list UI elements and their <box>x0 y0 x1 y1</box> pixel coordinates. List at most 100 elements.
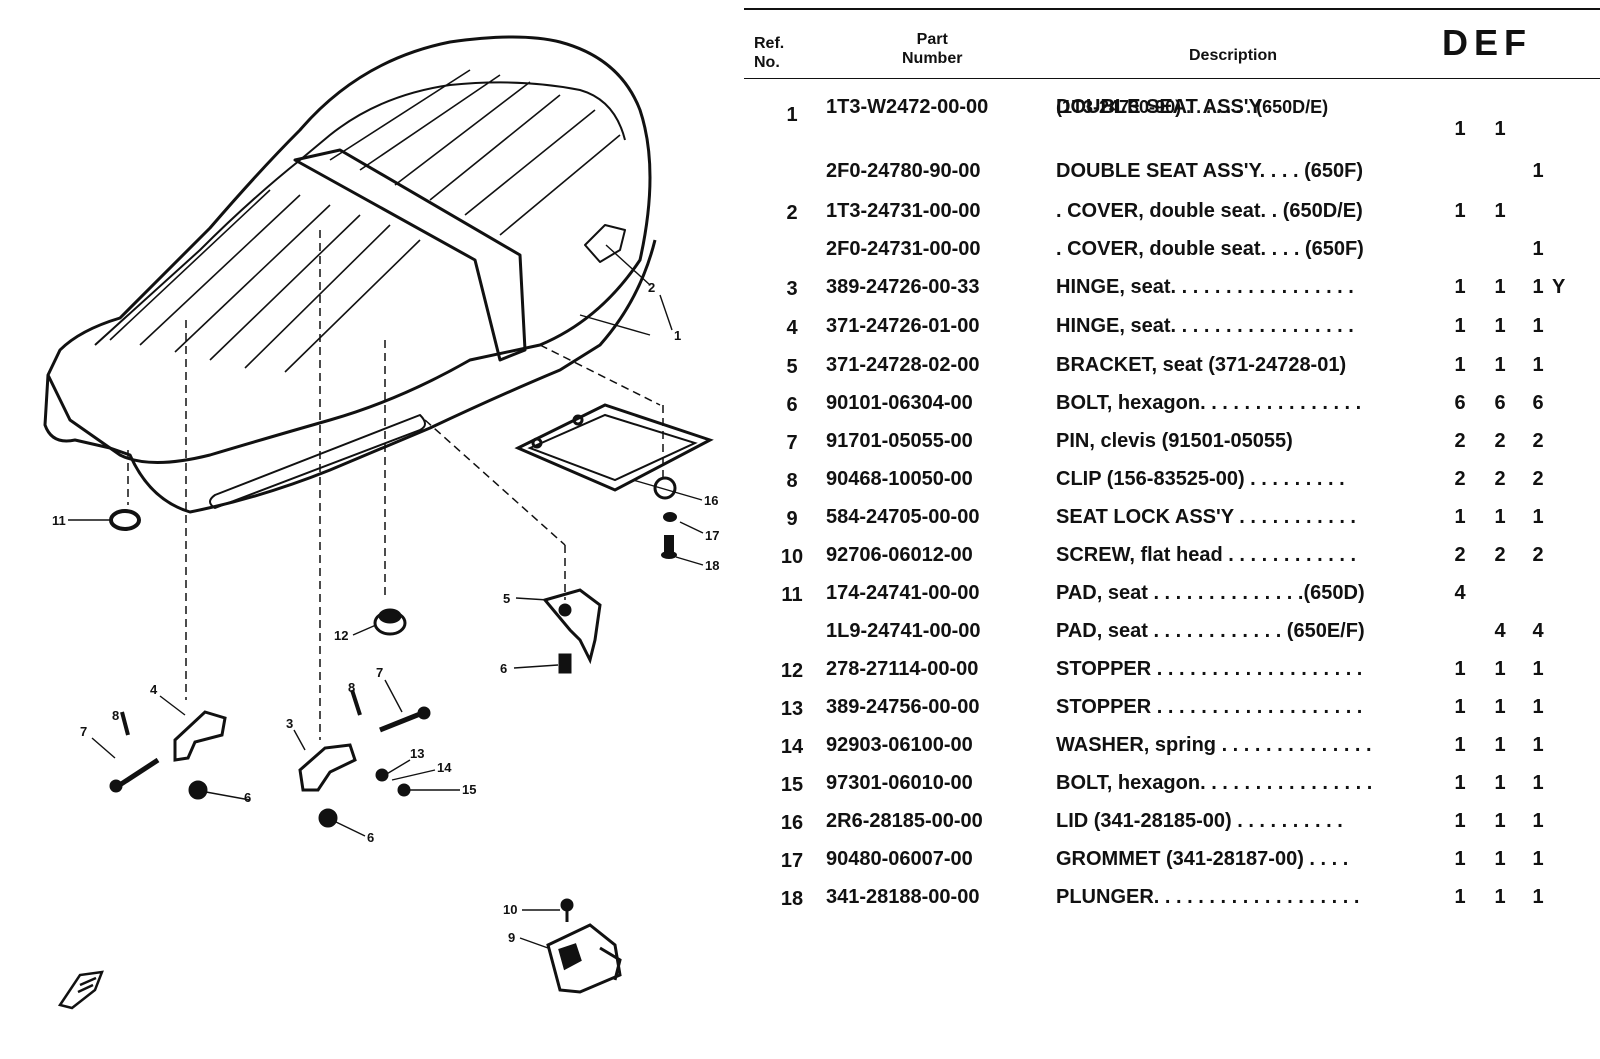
qty-f-cell: 2 <box>1532 544 1544 566</box>
part-number-cell: 90468-10050-00 <box>826 468 973 490</box>
ref-cell: 2 <box>786 202 798 224</box>
qty-e-cell: 1 <box>1494 658 1506 680</box>
seat-skirt <box>43 239 657 514</box>
qty-f-cell: 1 <box>1532 886 1544 908</box>
hinge-part-4 <box>173 710 227 762</box>
qty-e-cell: 1 <box>1494 506 1506 528</box>
callout-14: 14 <box>437 760 452 775</box>
qty-e-cell: 2 <box>1494 468 1506 490</box>
callout-1: 1 <box>674 328 681 343</box>
part-number-cell: 389-24726-00-33 <box>826 276 980 298</box>
ref-cell: 10 <box>780 546 804 568</box>
ref-cell: 7 <box>786 432 798 454</box>
description-cell: SEAT LOCK ASS'Y . . . . . . . . . . . <box>1056 506 1356 528</box>
qty-f-cell: 1 <box>1532 276 1544 298</box>
part-number-cell: 1T3-W2472-00-00 <box>826 96 989 118</box>
callout-3: 3 <box>286 716 293 731</box>
qty-d-cell: 1 <box>1454 734 1466 756</box>
callout-8-b: 8 <box>348 680 355 695</box>
lid-part <box>514 403 714 492</box>
qty-e-cell: 2 <box>1494 544 1506 566</box>
description-cell: PAD, seat . . . . . . . . . . . . (650E/… <box>1056 620 1365 642</box>
ref-cell: 9 <box>786 508 798 530</box>
part-number-cell: 1T3-24731-00-00 <box>826 200 981 222</box>
ref-cell: 3 <box>786 278 798 300</box>
qty-e-cell: 1 <box>1494 118 1506 140</box>
yamaha-mark-icon <box>57 970 104 1010</box>
qty-f-cell: 1 <box>1532 238 1544 260</box>
ref-cell: 5 <box>786 356 798 378</box>
plunger-part <box>664 535 674 553</box>
callout-18: 18 <box>705 558 719 573</box>
qty-d-cell: 1 <box>1454 772 1466 794</box>
ref-cell: 1 <box>786 104 798 126</box>
qty-e-cell: 1 <box>1494 696 1506 718</box>
ref-cell: 6 <box>786 394 798 416</box>
qty-e-cell: 2 <box>1494 430 1506 452</box>
qty-d-cell: 1 <box>1454 658 1466 680</box>
ref-cell: 13 <box>780 698 804 720</box>
qty-f-cell: 1 <box>1532 354 1544 376</box>
seat-pad <box>94 81 626 346</box>
ref-cell: 14 <box>780 736 804 758</box>
qty-d-cell: 1 <box>1454 354 1466 376</box>
qty-e-cell: 1 <box>1494 772 1506 794</box>
ref-cell: 4 <box>786 317 798 339</box>
qty-e-cell: 1 <box>1494 276 1506 298</box>
qty-f-cell: 2 <box>1532 430 1544 452</box>
callout-17: 17 <box>705 528 719 543</box>
qty-f-cell: 2 <box>1532 468 1544 490</box>
ref-header: Ref. No. <box>754 34 784 72</box>
bracket-part <box>542 588 602 674</box>
description-cell: DOUBLE SEAT ASS'Y. . . . (650F) <box>1056 160 1364 182</box>
qty-f-cell: 1 <box>1532 848 1544 870</box>
callout-5: 5 <box>503 591 510 606</box>
part-number-cell: 371-24728-02-00 <box>826 354 980 376</box>
description-header: Description <box>1189 47 1278 64</box>
qty-f-cell: 1 <box>1532 734 1544 756</box>
ref-cell: 8 <box>786 470 798 492</box>
part-header: Part Number <box>902 30 962 68</box>
qty-d-cell: 1 <box>1454 848 1466 870</box>
ref-header-line2: No. <box>754 54 780 71</box>
qty-e-cell: 1 <box>1494 354 1506 376</box>
part-number-cell: 584-24705-00-00 <box>826 506 980 528</box>
callout-2: 2 <box>648 280 655 295</box>
seat-lock-part <box>546 898 622 994</box>
qty-f-cell: 1 <box>1532 506 1544 528</box>
part-number-cell: 1L9-24741-00-00 <box>826 620 981 642</box>
extra-mark-cell: Y <box>1552 276 1566 298</box>
seat-strap <box>293 148 527 362</box>
description-cell: PIN, clevis (91501-05055) <box>1056 430 1293 452</box>
callout-6-c: 6 <box>367 830 374 845</box>
qty-d-cell: 2 <box>1454 544 1466 566</box>
description-cell: GROMMET (341-28187-00) . . . . <box>1056 848 1349 870</box>
header-rule <box>744 78 1600 79</box>
callout-13: 13 <box>410 746 424 761</box>
qty-f-cell: 4 <box>1532 620 1544 642</box>
qty-e-cell: 1 <box>1494 315 1506 337</box>
part-number-cell: 174-24741-00-00 <box>826 582 980 604</box>
part-number-cell: 97301-06010-00 <box>826 772 973 794</box>
description-cell: . COVER, double seat. . (650D/E) <box>1056 200 1363 222</box>
qty-f-cell: 1 <box>1532 772 1544 794</box>
qty-f-cell: 6 <box>1532 392 1544 414</box>
qty-f-cell: 1 <box>1532 696 1544 718</box>
qty-e-cell: 1 <box>1494 886 1506 908</box>
qty-d-cell: 1 <box>1454 696 1466 718</box>
qty-d-cell: 1 <box>1454 810 1466 832</box>
ref-cell: 16 <box>780 812 804 834</box>
grommet-part <box>663 512 677 522</box>
description-cell: STOPPER . . . . . . . . . . . . . . . . … <box>1056 658 1363 680</box>
pad-part <box>109 509 141 531</box>
description-cell: HINGE, seat. . . . . . . . . . . . . . .… <box>1056 276 1354 298</box>
callout-10: 10 <box>503 902 517 917</box>
qty-d-cell: 4 <box>1454 582 1466 604</box>
top-rule <box>744 8 1600 10</box>
callout-8-a: 8 <box>112 708 119 723</box>
description-cell: HINGE, seat. . . . . . . . . . . . . . .… <box>1056 315 1354 337</box>
description-cell: DOUBLE SEAT ASS'Y <box>1056 96 1262 118</box>
ref-cell: 17 <box>780 850 804 872</box>
callout-16: 16 <box>704 493 718 508</box>
ref-cell: 18 <box>780 888 804 910</box>
